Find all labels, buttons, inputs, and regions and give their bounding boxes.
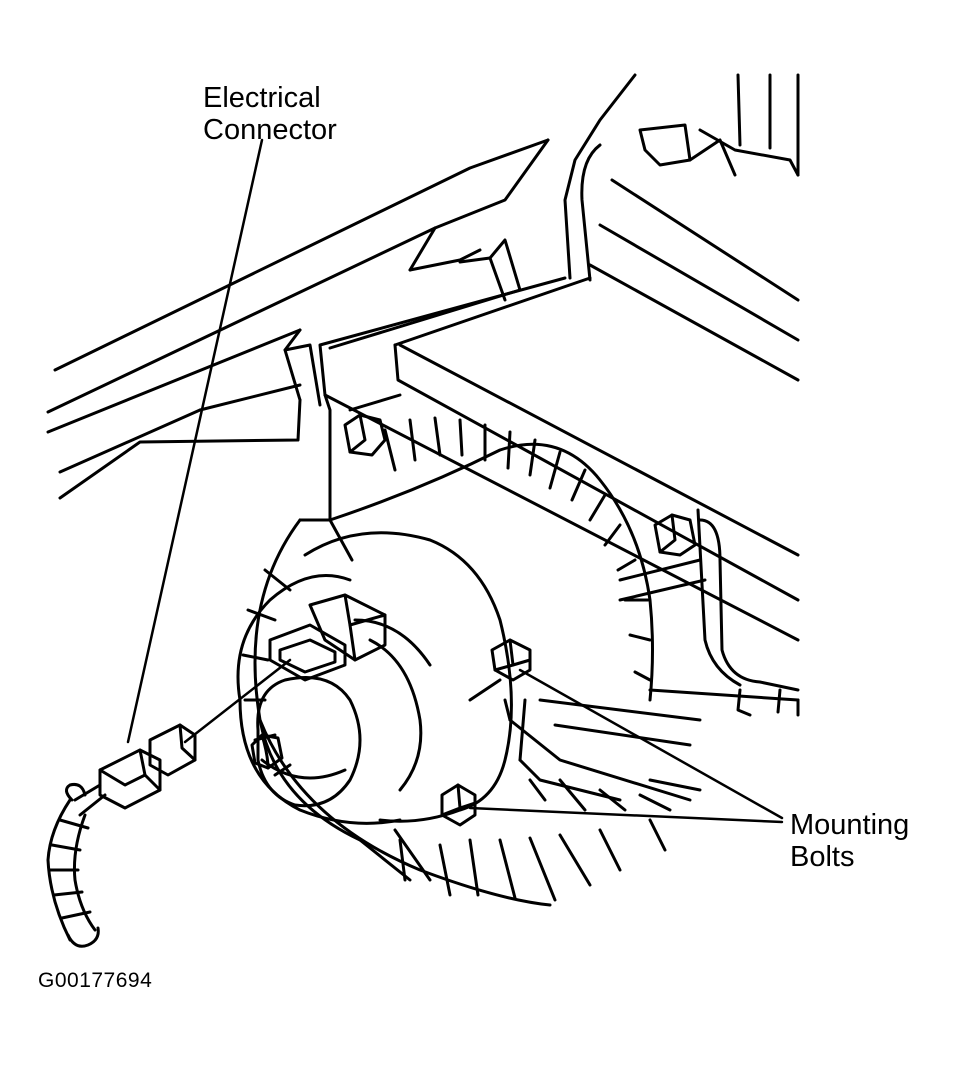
lower-bolts <box>440 638 532 827</box>
lower-shroud <box>258 698 702 907</box>
leader-lines <box>126 138 784 824</box>
blower-motor <box>236 531 513 825</box>
upper-bolts <box>343 413 697 557</box>
dash-panel-ducts <box>46 138 550 500</box>
label-electrical-connector-line1: Electrical <box>203 82 321 114</box>
label-electrical-connector-line2: Connector <box>203 114 337 146</box>
figure-code: G00177694 <box>38 969 153 992</box>
label-electrical-connector: Electrical Connector <box>203 82 337 146</box>
blower-case <box>318 73 800 717</box>
label-mounting-bolts-line1: Mounting <box>790 809 910 841</box>
label-mounting-bolts-line2: Bolts <box>790 841 855 873</box>
wire-harness <box>46 723 197 948</box>
motor-terminal <box>268 593 387 682</box>
label-mounting-bolts: Mounting Bolts <box>790 809 909 873</box>
